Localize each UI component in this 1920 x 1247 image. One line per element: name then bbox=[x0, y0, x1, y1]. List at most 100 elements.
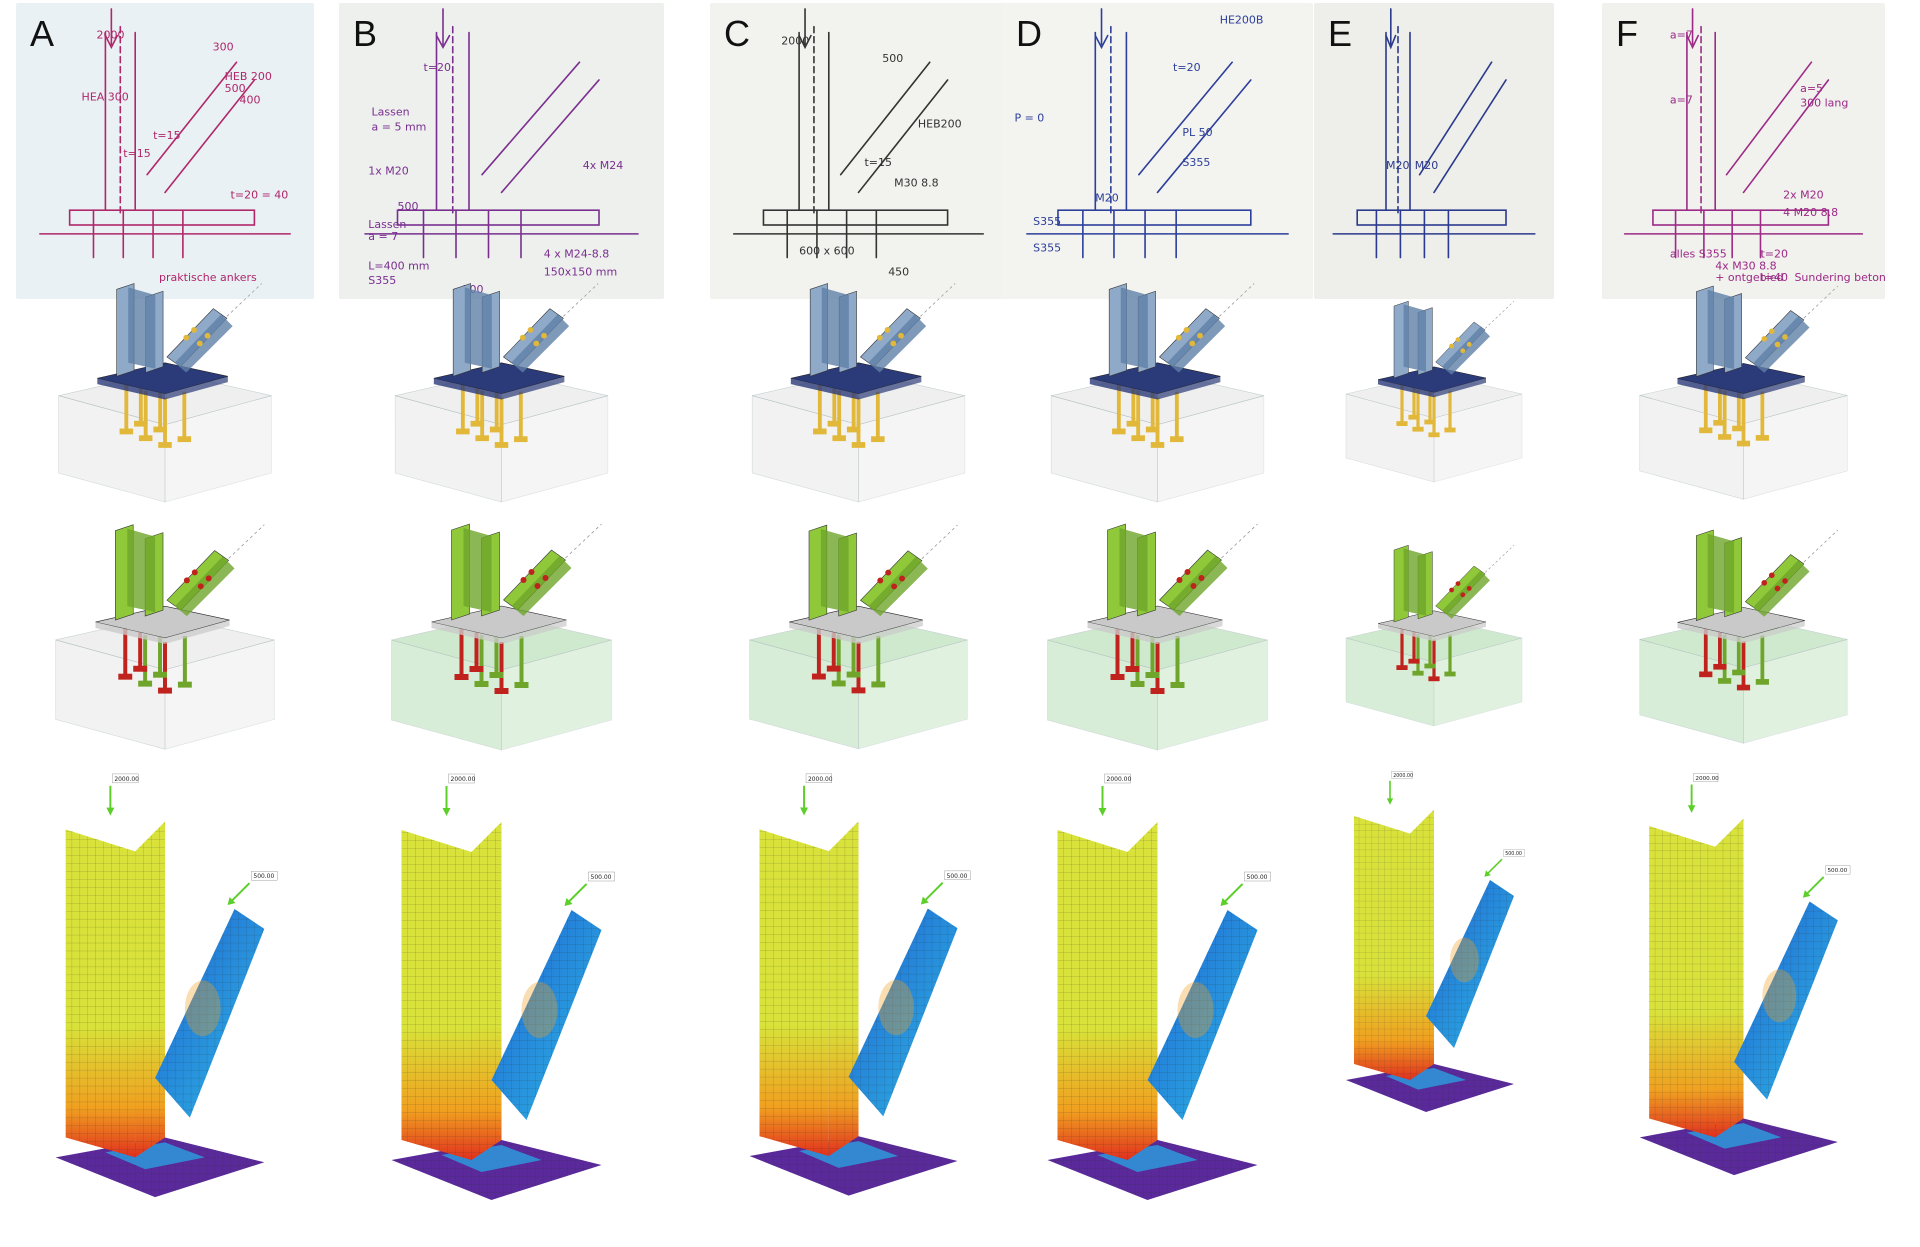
anchor-bolt bbox=[1150, 626, 1155, 674]
anchor-bolt bbox=[1131, 376, 1136, 423]
bolt bbox=[1198, 575, 1205, 581]
sketch-note: a=7 bbox=[1670, 29, 1693, 42]
sketch-note: praktische ankers bbox=[159, 271, 257, 284]
column-web bbox=[1120, 287, 1148, 369]
load-value: 500.00 bbox=[1827, 868, 1847, 874]
anchor-bolt bbox=[123, 628, 128, 676]
load-value: 2000.00 bbox=[114, 776, 139, 783]
load-value: 500.00 bbox=[1505, 851, 1522, 857]
bolt bbox=[1782, 578, 1788, 584]
anchor-bolt bbox=[143, 634, 148, 683]
sketch-note: HEB200 bbox=[918, 117, 962, 130]
bolt bbox=[1774, 341, 1781, 348]
anchor-bolt bbox=[1741, 397, 1746, 443]
connection-drawing bbox=[751, 283, 966, 503]
anchor-bolt bbox=[837, 390, 842, 438]
anchor-bolt bbox=[494, 626, 499, 674]
check-render-d bbox=[1002, 510, 1313, 751]
sketch-note: 600 x 600 bbox=[799, 245, 855, 258]
bolt bbox=[183, 334, 190, 341]
vertical-load: 2000.00 bbox=[1098, 773, 1131, 816]
anchor-bolt bbox=[875, 391, 880, 439]
bolt bbox=[1176, 577, 1183, 583]
sketch-note: S355 bbox=[368, 274, 396, 287]
check-render-b bbox=[339, 510, 664, 751]
sketch-note: S355 bbox=[1182, 156, 1210, 169]
bolt bbox=[1455, 337, 1461, 342]
sketch-note: 500 bbox=[882, 52, 903, 65]
bolt bbox=[1761, 336, 1768, 342]
anchor-bolt bbox=[1155, 642, 1160, 690]
model-render-d bbox=[1002, 270, 1313, 503]
anchor-bolt bbox=[494, 382, 499, 429]
bolt bbox=[899, 575, 906, 582]
anchor-bolt bbox=[1400, 628, 1404, 667]
sketch-note: 500 bbox=[225, 82, 246, 95]
bolt bbox=[196, 340, 203, 347]
bolt bbox=[520, 577, 527, 583]
bolt bbox=[1466, 342, 1472, 347]
bolt bbox=[884, 327, 891, 333]
bolt bbox=[891, 583, 898, 590]
sketch-note: t=20 bbox=[1760, 248, 1788, 261]
anchor-bolt bbox=[1703, 628, 1708, 674]
diagonal-load: 500.00 bbox=[1220, 871, 1271, 906]
anchor-bolt bbox=[1432, 639, 1436, 678]
vertical-load: 2000.00 bbox=[800, 773, 833, 816]
bolt bbox=[527, 327, 534, 333]
sketch-note: a = 7 bbox=[368, 230, 398, 243]
anchor-bolt bbox=[163, 641, 167, 690]
diagonal-load: 500.00 bbox=[1802, 865, 1851, 898]
anchor-bolt bbox=[1722, 634, 1727, 680]
connection-drawing bbox=[55, 524, 275, 750]
vertical-load: 2000.00 bbox=[1687, 773, 1719, 813]
anchor-bolt bbox=[1116, 384, 1121, 431]
sketch-note: M30 8.8 bbox=[894, 177, 938, 190]
anchor-bolt bbox=[851, 626, 856, 674]
anchor-bolt bbox=[1416, 390, 1420, 429]
diagonal-load: 500.00 bbox=[1484, 849, 1525, 877]
anchor-bolt bbox=[856, 397, 861, 444]
anchor-bolt bbox=[1448, 634, 1452, 674]
bolt bbox=[1184, 569, 1191, 575]
anchor-bolt bbox=[158, 626, 163, 674]
bolt bbox=[1190, 583, 1197, 589]
anchor-bolt bbox=[1115, 628, 1120, 676]
anchor-bolt bbox=[163, 397, 167, 444]
anchor-bolt bbox=[182, 635, 187, 684]
anchor-bolt bbox=[138, 620, 143, 668]
anchor-bolt bbox=[831, 620, 836, 668]
sketch-note: t=15 bbox=[153, 129, 181, 142]
bolt bbox=[1175, 334, 1182, 341]
sketch-note: 4x M30 8.8 bbox=[1715, 259, 1776, 272]
load-value: 2000.00 bbox=[451, 776, 476, 783]
anchor-bolt bbox=[474, 620, 479, 668]
load-value: 2000.00 bbox=[1695, 776, 1719, 782]
anchor-bolt bbox=[1448, 390, 1452, 430]
sketch-note: M20 bbox=[1095, 191, 1119, 204]
sketch-note: 300 lang bbox=[1800, 97, 1848, 110]
anchor-bolt bbox=[1130, 620, 1135, 668]
bolt bbox=[204, 332, 211, 339]
sketch-note: PL 50 bbox=[1182, 126, 1212, 139]
bolt bbox=[542, 575, 549, 581]
anchor-bolt bbox=[1760, 635, 1765, 681]
sketch-note: Lassen bbox=[368, 218, 406, 231]
connection-drawing bbox=[1639, 285, 1848, 500]
anchor-bolt bbox=[836, 634, 841, 683]
anchor-bolt bbox=[143, 390, 148, 438]
sketch-note: M20 bbox=[1415, 159, 1439, 172]
bolt bbox=[1768, 572, 1775, 579]
anchor-bolt bbox=[816, 628, 821, 676]
anchor-bolt bbox=[1736, 382, 1741, 428]
column-letter: B bbox=[353, 13, 378, 54]
